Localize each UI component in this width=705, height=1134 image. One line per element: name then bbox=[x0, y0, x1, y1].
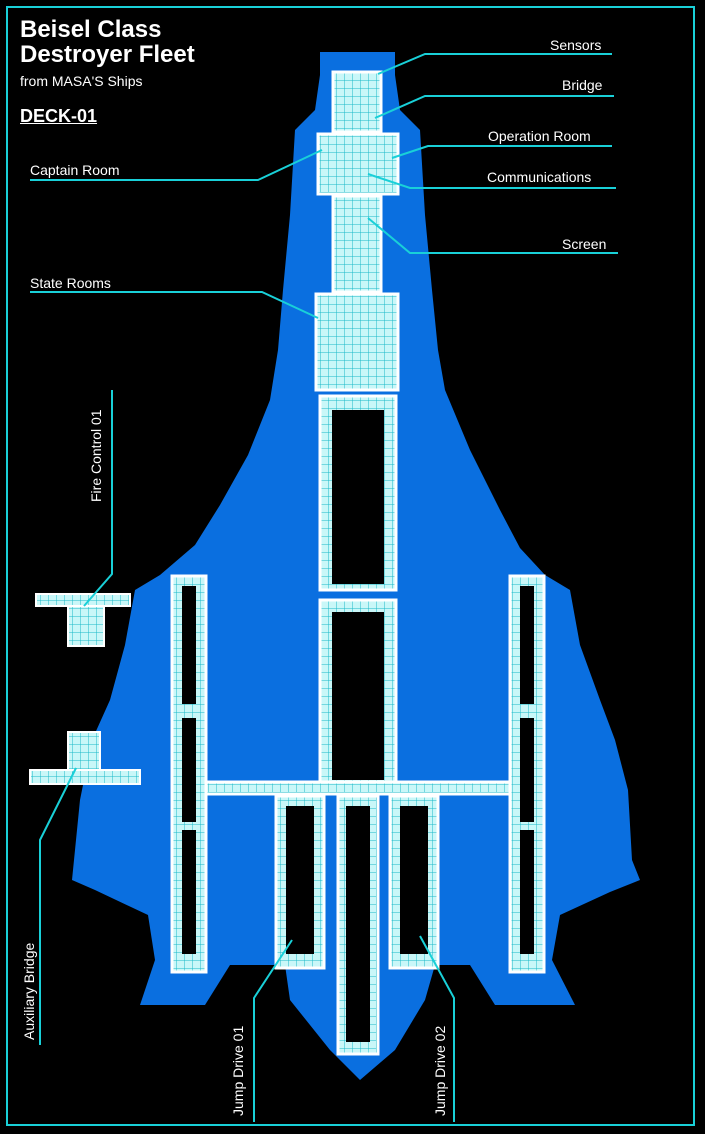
jump-drive-01-line bbox=[253, 939, 293, 1122]
operation-room-line bbox=[391, 145, 612, 159]
jump-drive-02-line bbox=[419, 935, 455, 1122]
captain-room-line bbox=[30, 149, 323, 181]
communications-line bbox=[367, 173, 616, 189]
operation-room-label: Operation Room bbox=[488, 128, 591, 144]
bridge-label: Bridge bbox=[562, 77, 603, 93]
deck-label: DECK-01 bbox=[20, 106, 98, 126]
side-stations bbox=[29, 593, 141, 785]
title-line-2: Destroyer Fleet bbox=[20, 41, 195, 68]
sensors-label: Sensors bbox=[550, 37, 602, 53]
screen-room bbox=[331, 194, 383, 294]
communications-label: Communications bbox=[487, 169, 592, 185]
jump-drive-02-label: Jump Drive 02 bbox=[432, 1025, 448, 1116]
state-rooms-line bbox=[30, 291, 319, 319]
room-interiors bbox=[182, 410, 534, 1042]
fire-control-station bbox=[67, 605, 105, 647]
operation-room bbox=[316, 132, 400, 196]
auxiliary-bridge-label: Auxiliary Bridge bbox=[21, 942, 37, 1040]
bridge-line bbox=[374, 95, 614, 119]
auxiliary-bridge-station bbox=[67, 731, 101, 773]
fire-control-label: Fire Control 01 bbox=[88, 409, 104, 502]
screen-line bbox=[367, 217, 618, 254]
leader-lines bbox=[30, 53, 618, 1122]
auxiliary-bridge-line bbox=[39, 767, 77, 1045]
subtitle: from MASA'S Ships bbox=[20, 73, 143, 89]
sensors-bridge-room bbox=[331, 70, 383, 134]
state-rooms-label: State Rooms bbox=[30, 275, 111, 291]
jump-drive-01-label: Jump Drive 01 bbox=[230, 1025, 246, 1116]
screen-label: Screen bbox=[562, 236, 607, 252]
fire-control-line bbox=[83, 390, 113, 607]
cross-corridor bbox=[196, 780, 514, 796]
diagram-frame bbox=[6, 6, 695, 1126]
title-line-1: Beisel Class bbox=[20, 16, 162, 43]
auxiliary-bridge-bar bbox=[29, 769, 141, 785]
fire-control-station-bar bbox=[35, 593, 131, 607]
state-rooms bbox=[314, 292, 400, 392]
sensors-line bbox=[377, 53, 612, 75]
captain-room-label: Captain Room bbox=[30, 162, 120, 178]
